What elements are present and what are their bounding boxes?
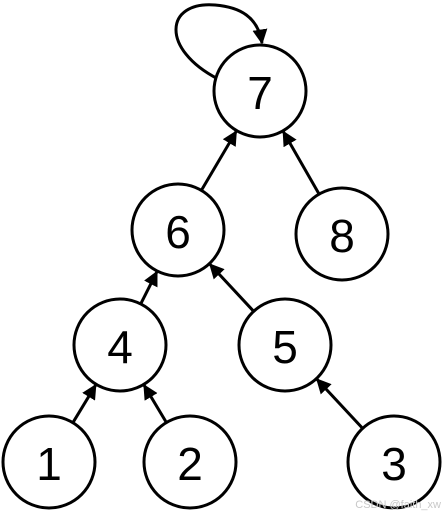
node-label: 7 <box>247 67 273 119</box>
node-circle <box>72 297 168 393</box>
node-circle <box>212 43 308 139</box>
node-7: 7 <box>212 43 308 139</box>
node-6: 6 <box>130 182 226 278</box>
node-circle <box>237 297 333 393</box>
edge-3-to-5 <box>315 378 364 430</box>
edge-8-to-7 <box>282 130 321 195</box>
node-label: 8 <box>329 210 355 262</box>
node-circle <box>142 414 238 510</box>
node-label: 6 <box>165 206 191 258</box>
edge-5-to-6 <box>208 263 255 313</box>
node-2: 2 <box>142 414 238 510</box>
node-label: 4 <box>107 321 133 373</box>
edge-6-to-7 <box>200 130 238 192</box>
node-4: 4 <box>72 297 168 393</box>
node-label: 3 <box>381 438 407 490</box>
nodes-layer: 7 6 8 4 5 1 2 3 <box>1 43 442 510</box>
node-label: 5 <box>272 321 298 373</box>
watermark-text: CSDN @faith_xw <box>355 499 441 511</box>
node-circle <box>294 186 390 282</box>
edge-2-to-4 <box>142 384 168 424</box>
node-8: 8 <box>294 186 390 282</box>
node-1: 1 <box>1 414 97 510</box>
node-3: 3 <box>346 414 442 510</box>
edge-1-to-4 <box>71 383 97 424</box>
node-circle <box>1 414 97 510</box>
edge-4-to-6 <box>139 270 159 305</box>
edges-layer <box>71 3 364 430</box>
node-label: 2 <box>177 438 203 490</box>
node-circle <box>346 414 442 510</box>
node-label: 1 <box>36 438 62 490</box>
edge-7-to-7 <box>174 3 268 81</box>
node-5: 5 <box>237 297 333 393</box>
node-circle <box>130 182 226 278</box>
